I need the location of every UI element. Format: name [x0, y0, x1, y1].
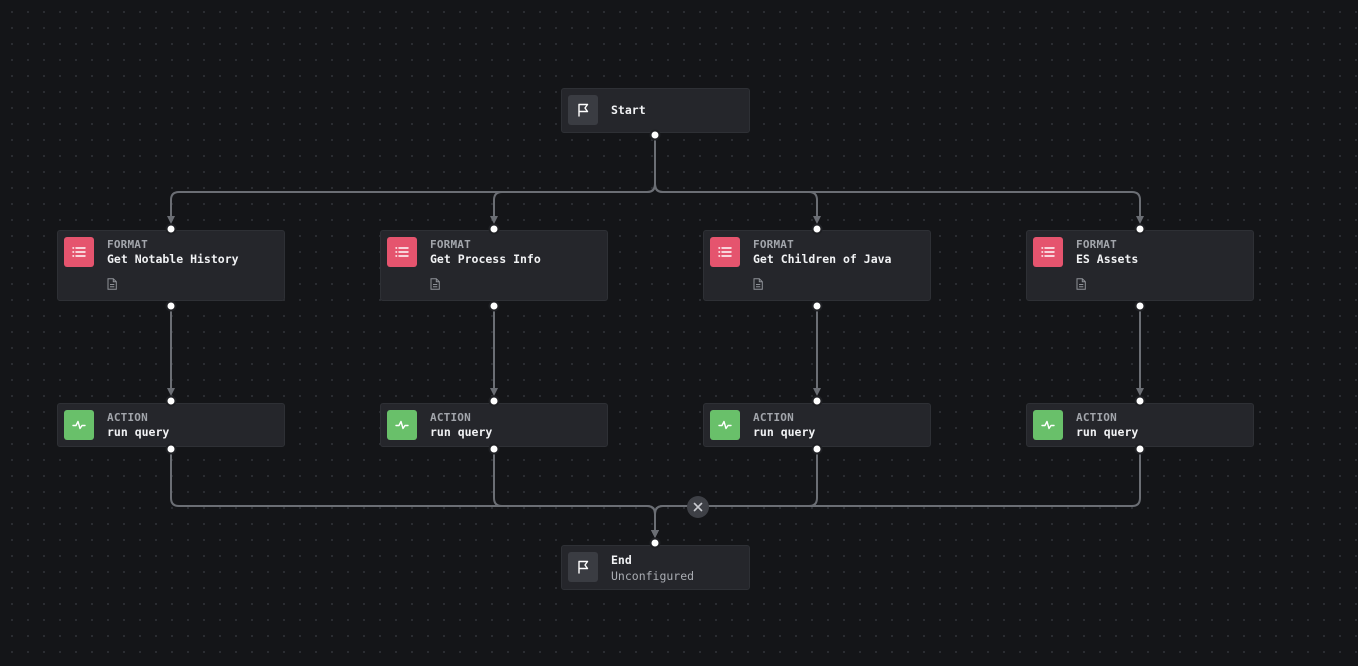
document-icon: [1076, 278, 1086, 290]
action-input-handle[interactable]: [1134, 395, 1146, 407]
node-title: run query: [430, 425, 493, 439]
list-icon: [1033, 237, 1063, 267]
start-node[interactable]: Start: [561, 88, 750, 133]
format-input-handle[interactable]: [488, 223, 500, 235]
end-node[interactable]: End Unconfigured: [561, 545, 750, 590]
node-kind: FORMAT: [107, 238, 148, 251]
edge-action-end-3: [651, 450, 818, 538]
node-title: Get Children of Java: [753, 252, 892, 266]
node-title: Get Process Info: [430, 252, 541, 266]
action-input-handle[interactable]: [811, 395, 823, 407]
edge-action-end-1: [170, 450, 659, 538]
activity-icon: [710, 410, 740, 440]
delete-edge-button[interactable]: [687, 496, 709, 518]
action-output-handle[interactable]: [488, 443, 500, 455]
action-node-run-query-2[interactable]: ACTION run query: [380, 403, 608, 447]
action-input-handle[interactable]: [165, 395, 177, 407]
list-icon: [387, 237, 417, 267]
format-output-handle[interactable]: [488, 300, 500, 312]
edge-action-end-4: [651, 450, 1141, 538]
node-kind: FORMAT: [1076, 238, 1117, 251]
edge-start-format-4: [654, 136, 1144, 224]
document-icon: [430, 278, 440, 290]
activity-icon: [1033, 410, 1063, 440]
format-input-handle[interactable]: [165, 223, 177, 235]
action-node-run-query-1[interactable]: ACTION run query: [57, 403, 285, 447]
action-output-handle[interactable]: [165, 443, 177, 455]
list-icon: [710, 237, 740, 267]
node-title: ES Assets: [1076, 252, 1139, 266]
format-node-get-process-info[interactable]: FORMAT Get Process Info: [380, 230, 608, 301]
end-status: Unconfigured: [611, 569, 695, 583]
activity-icon: [387, 410, 417, 440]
start-output-handle[interactable]: [649, 129, 661, 141]
node-title: run query: [1076, 425, 1139, 439]
start-title: Start: [611, 103, 646, 117]
list-icon: [64, 237, 94, 267]
edge-start-format-2: [490, 136, 656, 224]
action-input-handle[interactable]: [488, 395, 500, 407]
format-output-handle[interactable]: [1134, 300, 1146, 312]
document-icon: [107, 278, 117, 290]
format-node-get-children-of-java[interactable]: FORMAT Get Children of Java: [703, 230, 931, 301]
node-kind: ACTION: [107, 411, 148, 424]
end-title: End: [611, 553, 632, 567]
node-kind: FORMAT: [753, 238, 794, 251]
node-kind: ACTION: [1076, 411, 1117, 424]
edge-action-end-2: [493, 450, 659, 538]
node-kind: ACTION: [430, 411, 471, 424]
node-kind: ACTION: [753, 411, 794, 424]
node-title: run query: [107, 425, 170, 439]
node-title: Get Notable History: [107, 252, 239, 266]
format-output-handle[interactable]: [165, 300, 177, 312]
edge-start-format-3: [654, 136, 821, 224]
close-icon: [693, 502, 703, 512]
flag-icon: [568, 95, 598, 125]
format-node-get-notable-history[interactable]: FORMAT Get Notable History: [57, 230, 285, 301]
edge-start-format-1: [167, 136, 656, 224]
document-icon: [753, 278, 763, 290]
format-input-handle[interactable]: [1134, 223, 1146, 235]
action-node-run-query-4[interactable]: ACTION run query: [1026, 403, 1254, 447]
format-input-handle[interactable]: [811, 223, 823, 235]
flag-icon: [568, 552, 598, 582]
action-output-handle[interactable]: [811, 443, 823, 455]
format-node-es-assets[interactable]: FORMAT ES Assets: [1026, 230, 1254, 301]
format-output-handle[interactable]: [811, 300, 823, 312]
node-title: run query: [753, 425, 816, 439]
action-output-handle[interactable]: [1134, 443, 1146, 455]
node-kind: FORMAT: [430, 238, 471, 251]
action-node-run-query-3[interactable]: ACTION run query: [703, 403, 931, 447]
end-input-handle[interactable]: [649, 537, 661, 549]
activity-icon: [64, 410, 94, 440]
